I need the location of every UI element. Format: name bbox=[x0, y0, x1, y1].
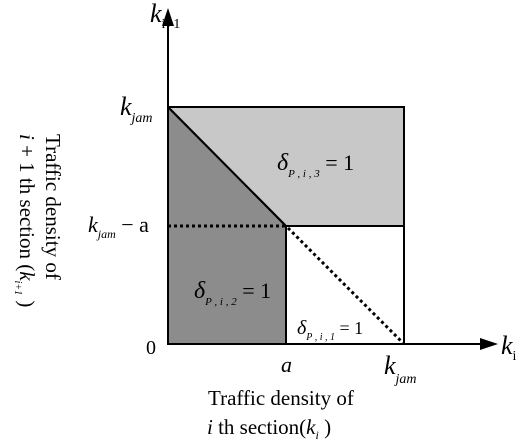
origin-label: 0 bbox=[146, 337, 156, 359]
x-axis-caption-line2: i th section(ki ) bbox=[207, 415, 331, 442]
x-axis-label: ki bbox=[501, 331, 517, 364]
y-axis-caption-line2: i + 1 th section (ki+1 ) bbox=[12, 134, 39, 307]
x-axis-caption-line1: Traffic density of bbox=[208, 386, 354, 410]
y-axis-arrowhead bbox=[162, 8, 174, 26]
y-tick-kjam-minus-a: kjam − a bbox=[88, 212, 149, 241]
x-tick-a: a bbox=[281, 352, 292, 377]
x-axis-arrowhead bbox=[480, 338, 498, 350]
y-axis-label: ki+1 bbox=[150, 0, 180, 32]
y-tick-kjam: kjam bbox=[120, 92, 153, 126]
congestion-diagonal-line bbox=[167, 106, 287, 227]
y-axis-caption: Traffic density of i + 1 th section (ki+… bbox=[12, 134, 65, 307]
x-tick-kjam: kjam bbox=[384, 351, 417, 387]
y-axis-caption-line1: Traffic density of bbox=[41, 134, 65, 280]
region-1-label: δP , i , 1 = 1 bbox=[297, 317, 363, 343]
region-3-label: δP , i , 3 = 1 bbox=[277, 150, 354, 180]
region-2-label: δP , i , 2 = 1 bbox=[194, 278, 271, 308]
